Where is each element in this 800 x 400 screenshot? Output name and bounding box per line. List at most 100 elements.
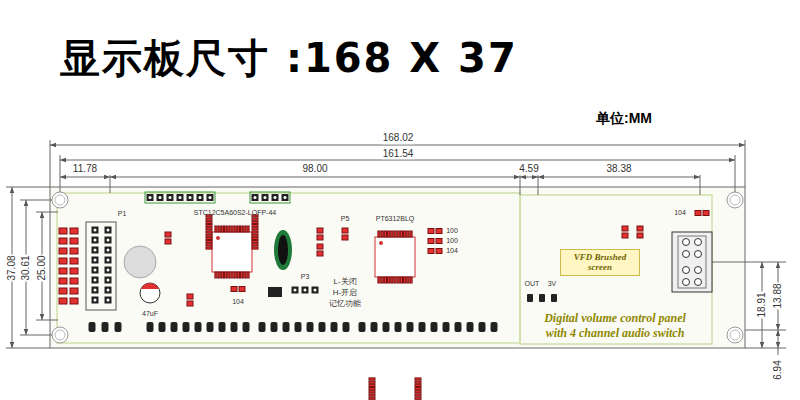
smd-pad: [59, 228, 67, 234]
smd-pad: [410, 231, 412, 237]
smd-pad: [369, 384, 375, 386]
output-pad: [527, 294, 533, 302]
extension-line: [745, 330, 786, 331]
smd-pad: [231, 226, 233, 232]
component-value: 104: [674, 209, 686, 217]
smd-pad: [436, 239, 442, 244]
crystal-core: [278, 235, 288, 265]
pad-hole: [107, 269, 110, 272]
part-label: P3: [301, 273, 310, 281]
pad-hole: [264, 196, 267, 199]
pad-hole: [107, 299, 110, 302]
mounting-holes: [52, 192, 743, 343]
component-value: 104: [446, 247, 458, 255]
smd-pad: [317, 235, 323, 240]
board-caption: Digital volume control panel: [544, 312, 686, 326]
pad-hole: [94, 269, 97, 272]
dimension-value: 30.61: [20, 254, 32, 281]
smd-pad: [397, 231, 399, 237]
smd-pad: [59, 268, 67, 274]
component-area: [57, 193, 520, 343]
crystal-body: [274, 230, 292, 270]
header-outline: [250, 192, 290, 203]
smd-pad: [436, 229, 442, 234]
dimension-line: [520, 177, 538, 178]
mounting-hole: [52, 192, 68, 208]
mounting-hole: [730, 195, 740, 205]
smd-pad: [234, 226, 236, 232]
extension-line: [60, 155, 61, 192]
pad-hole: [107, 279, 110, 282]
smd-pad: [252, 231, 258, 233]
dimension-value: 25.00: [36, 254, 48, 281]
through-hole-pad: [92, 277, 99, 284]
through-hole-pad: [105, 247, 112, 254]
smd-pad: [400, 277, 402, 283]
smd-pad: [231, 272, 233, 278]
smd-pad: [369, 388, 375, 390]
smd-pad: [404, 277, 406, 283]
pad-hole: [94, 299, 97, 302]
edge-pad: [295, 322, 302, 332]
smd-pad: [317, 251, 323, 256]
smd-pad: [428, 229, 434, 234]
ic-body: [212, 232, 252, 272]
dimension-value: 6.94: [772, 359, 784, 380]
mounting-hole: [730, 330, 740, 340]
smd-pad: [218, 226, 220, 232]
through-hole-pad: [197, 194, 204, 201]
smd-pad: [378, 231, 380, 237]
smd-pad: [404, 231, 406, 237]
silkscreen-note: L-关闭: [333, 277, 356, 286]
pad-hole: [107, 289, 110, 292]
pad-hole: [94, 239, 97, 242]
pad-hole: [189, 196, 192, 199]
pad-hole: [179, 196, 182, 199]
mounting-hole: [727, 327, 743, 343]
smd-pad: [407, 277, 409, 283]
smd-pad: [241, 272, 243, 278]
pad-hole: [94, 279, 97, 282]
dimension-line: [60, 160, 735, 161]
ic-body: [375, 237, 415, 277]
extension-line: [745, 348, 786, 349]
smd-pad: [436, 249, 442, 254]
smd-pad: [234, 272, 236, 278]
part-label: P1: [118, 210, 127, 218]
dimension-line: [60, 177, 110, 178]
extension-line: [520, 175, 521, 195]
smd-pad: [244, 226, 246, 232]
output-pad: [551, 294, 557, 302]
pad-hole: [107, 249, 110, 252]
pin-one-dot: [379, 241, 383, 245]
smd-pad: [59, 298, 67, 304]
smd-pad: [70, 228, 78, 234]
edge-pad: [479, 322, 486, 332]
pad-hole: [199, 196, 202, 199]
smd-pad: [252, 237, 258, 239]
edge-pad: [195, 322, 202, 332]
smd-pad: [378, 277, 380, 283]
mounting-hole: [727, 192, 743, 208]
through-hole-pad: [262, 194, 269, 201]
smd-pad: [369, 391, 375, 393]
smd-pad: [206, 244, 212, 246]
extension-line: [6, 187, 50, 188]
smd-pad: [215, 226, 217, 232]
through-hole-pad: [187, 194, 194, 201]
smd-pad: [59, 238, 67, 244]
smd-pad: [622, 233, 628, 238]
pad-hole: [304, 289, 307, 292]
smd-pad: [252, 225, 258, 227]
mounting-hole: [52, 327, 68, 343]
electrolytic-capacitor: [140, 283, 160, 303]
edge-pad: [491, 322, 498, 332]
dimension-value: 13.88: [772, 282, 784, 309]
smd-pad: [70, 298, 78, 304]
through-hole-pad: [105, 277, 112, 284]
smd-pad: [187, 301, 193, 306]
part-label: P5: [341, 215, 350, 223]
smd-pad: [428, 239, 434, 244]
edge-pad: [183, 322, 190, 332]
through-hole-pad: [177, 194, 184, 201]
